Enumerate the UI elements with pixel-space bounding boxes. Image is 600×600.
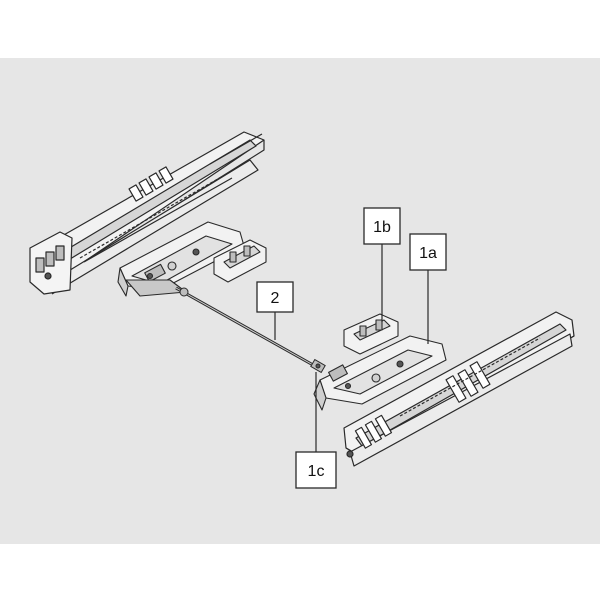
callout-label-1a: 1a — [419, 245, 437, 262]
callout-1c: 1c — [295, 372, 337, 489]
callout-box-1c — [295, 451, 337, 489]
callout-box-1b — [363, 207, 401, 245]
rod-connector-1c — [310, 358, 326, 374]
callout-1a: 1a — [409, 233, 447, 344]
callout-label-1c: 1c — [308, 463, 325, 480]
callout-1b: 1b — [363, 207, 401, 322]
callout-box-2 — [256, 281, 294, 313]
callout-2: 2 — [256, 281, 294, 340]
right-front-bracket — [343, 313, 399, 355]
callout-label-1b: 1b — [373, 219, 391, 236]
callout-box-1a — [409, 233, 447, 271]
right-locking-device — [313, 335, 447, 411]
callout-label-2: 2 — [271, 290, 280, 307]
left-locking-device — [117, 221, 245, 297]
synchronisation-rod — [175, 286, 323, 372]
left-drawer-runner — [29, 131, 265, 295]
left-front-bracket — [213, 239, 267, 283]
right-drawer-runner — [343, 311, 575, 467]
